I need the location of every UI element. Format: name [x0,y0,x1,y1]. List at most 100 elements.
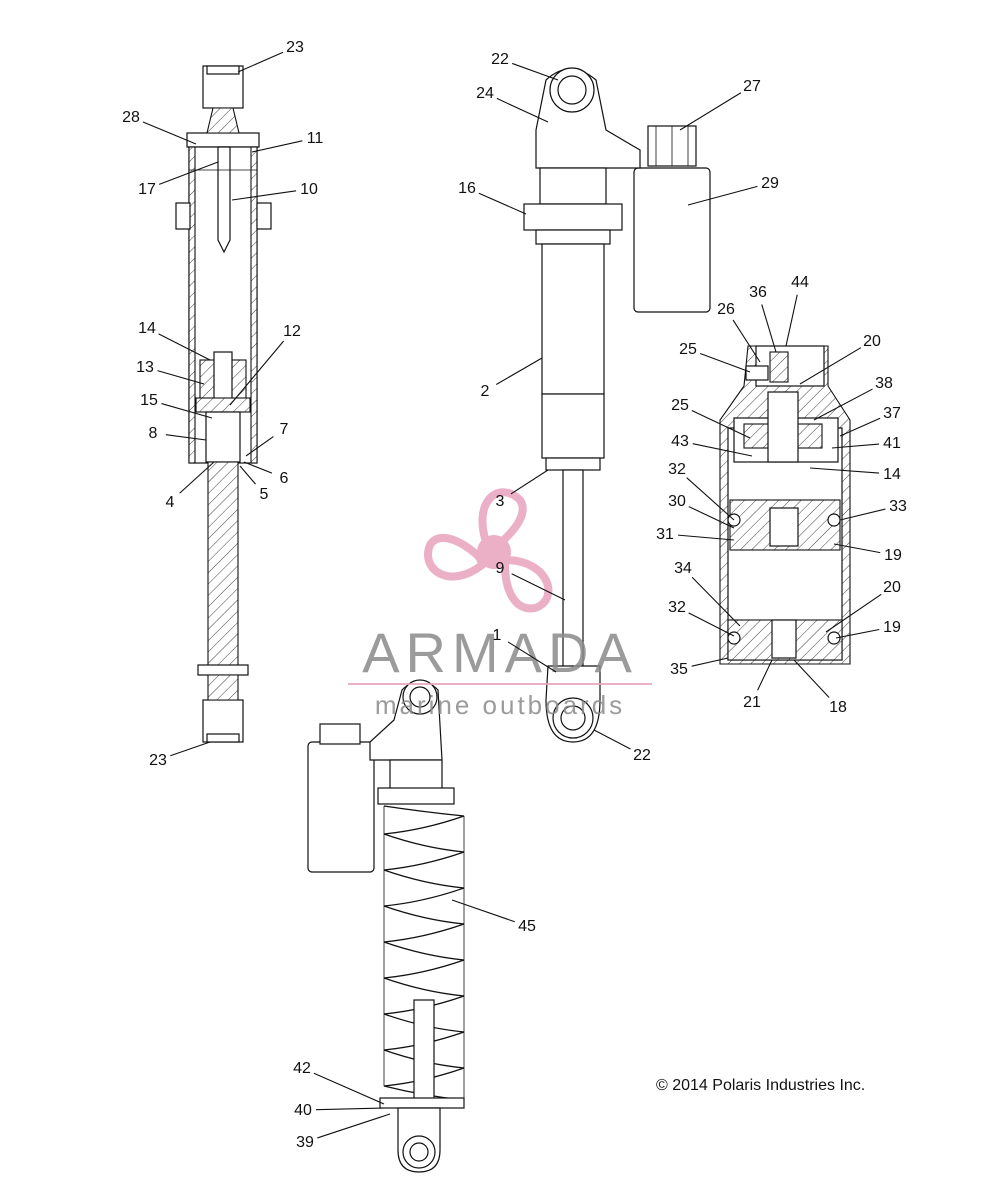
callout-leader-line [687,185,758,206]
callout-36: 36 [749,284,777,353]
callout-leader-line [809,467,880,474]
callout-number: 32 [668,461,686,478]
callout-leader-line [813,388,873,421]
callout-number: 12 [283,323,301,340]
callout-8: 8 [149,425,207,442]
callout-number: 22 [633,747,651,764]
callout-19: 19 [833,543,902,564]
callout-number: 16 [458,180,476,197]
callout-25: 25 [671,397,751,439]
callout-number: 7 [280,421,289,438]
callout-19: 19 [835,619,901,639]
callout-leader-line [245,436,274,457]
callout-21: 21 [743,659,773,711]
callout-number: 20 [863,333,881,350]
callout-leader-line [593,729,631,750]
callout-number: 1 [493,627,502,644]
callout-leader-line [699,353,751,373]
callout-1: 1 [493,627,557,673]
callout-32: 32 [668,599,735,637]
callout-labels: 23 28 11 17 10 14 12 13 15 8 7 65 42 3 22 24 27 16 29 2 39 1 2… [122,39,907,1151]
callout-leader-line [679,92,742,131]
callout-13: 13 [136,359,205,385]
callout-number: 31 [656,526,674,543]
callout-31: 31 [656,526,735,543]
callout-leader-line [839,508,886,521]
callout-leader-line [793,659,830,698]
callout-leader-line [825,593,882,633]
callout-number: 20 [883,579,901,596]
callout-39: 39 [296,1113,391,1151]
copyright-text: © 2014 Polaris Industries Inc. [656,1077,865,1094]
callout-number: 38 [875,375,893,392]
right-reservoir-section [719,345,851,665]
callout-18: 18 [793,659,847,716]
callout-22: 22 [491,51,559,81]
callout-15: 15 [140,392,213,419]
callout-20: 20 [799,333,881,385]
callout-28: 28 [122,109,197,145]
callout-number: 35 [670,661,688,678]
callout-14: 14 [809,466,901,483]
callout-9: 9 [496,560,566,601]
callout-17: 17 [138,161,219,198]
callout-number: 18 [829,699,847,716]
callout-41: 41 [831,435,901,452]
callout-44: 44 [785,274,809,347]
callout-12: 12 [229,323,301,406]
callout-29: 29 [687,175,779,206]
callout-leader-line [761,304,777,353]
callout-24: 24 [476,85,549,123]
callout-40: 40 [294,1102,385,1119]
callout-16: 16 [458,180,527,215]
callout-leader-line [692,443,753,457]
callout-leader-line [831,443,880,449]
callout-leader-line [688,612,735,637]
callout-6: 6 [243,461,289,487]
callout-leader-line [686,477,735,521]
callout-number: 3 [496,493,505,510]
watermark-brand: ARMADA [362,621,638,684]
callout-20: 20 [825,579,901,633]
callout-2: 2 [481,357,543,400]
callout-number: 30 [668,493,686,510]
callout-number: 19 [884,547,902,564]
callout-number: 23 [286,39,304,56]
callout-leader-line [243,461,273,474]
callout-leader-line [315,1107,385,1111]
callout-number: 32 [668,599,686,616]
callout-leader-line [691,410,751,439]
callout-number: 39 [296,1134,314,1151]
callout-number: 10 [300,181,318,198]
callout-leader-line [495,357,543,385]
callout-number: 34 [674,560,692,577]
callout-number: 15 [140,392,158,409]
callout-leader-line [317,1113,391,1139]
callout-38: 38 [813,375,893,421]
callout-leader-line [161,403,213,419]
callout-leader-line [158,161,219,185]
callout-leader-line [231,190,297,201]
callout-leader-line [158,333,211,361]
callout-5: 5 [239,465,269,503]
callout-number: 43 [671,433,689,450]
callout-number: 36 [749,284,767,301]
callout-leader-line [839,417,881,437]
callout-leader-line [691,576,741,627]
callout-27: 27 [679,78,761,131]
callout-leader-line [478,192,527,215]
callout-11: 11 [251,130,324,153]
callout-number: 21 [743,694,761,711]
callout-30: 30 [668,493,735,529]
callout-number: 8 [149,425,158,442]
callout-leader-line [691,657,729,667]
callout-34: 34 [674,560,741,627]
callout-42: 42 [293,1060,385,1105]
callout-35: 35 [670,657,729,678]
callout-43: 43 [671,433,753,457]
bottom-coilover-view [307,679,465,1173]
callout-25: 25 [679,341,751,373]
callout-number: 11 [307,130,324,147]
left-section-view [175,65,272,743]
callout-number: 17 [138,181,156,198]
